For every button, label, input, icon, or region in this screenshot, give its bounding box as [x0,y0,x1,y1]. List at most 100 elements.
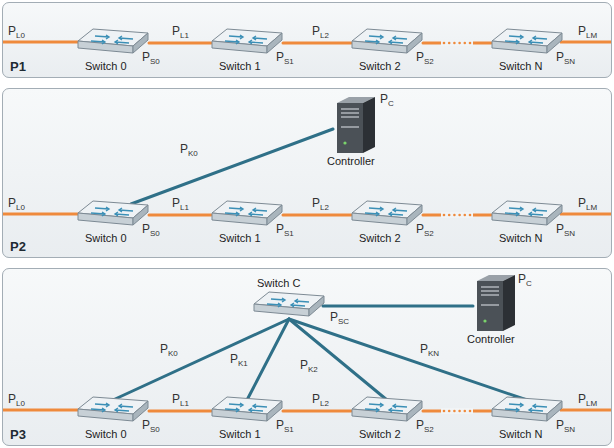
switch-arrows [365,207,407,216]
switch-arrow [533,404,547,408]
link-line [113,319,289,400]
port-label: PL0 [8,196,25,212]
switch-arrows [225,403,267,412]
network-switch: Switch N [491,28,563,73]
port-label: PS0 [142,50,160,66]
server-slots [341,109,359,127]
link-label: PKN [420,342,439,358]
network-switch: Switch C [253,277,325,321]
subscript: L0 [16,399,25,408]
switch-icon [351,396,423,426]
link-connector [289,319,387,400]
subscript: L0 [16,203,25,212]
switch-arrow [253,404,267,408]
switch-arrow [533,36,547,40]
link-connector [423,408,491,414]
switch-arrow [115,212,129,216]
port-label: PLM [578,196,597,212]
switch-arrow [95,207,109,211]
switch-arrow [291,303,305,307]
switch-arrow [91,408,105,412]
network-switch: Switch 2 [351,200,423,245]
server-led [343,141,346,144]
controller-server: Controller [327,95,377,168]
link-stubs [3,42,611,410]
port-label: PS2 [416,50,434,66]
port-label: PSN [556,50,575,66]
switch-arrow [365,40,379,44]
switch-arrow [115,40,129,44]
link-label: PL1 [172,24,189,40]
subscript: K0 [168,349,178,358]
switch-label: Switch C [253,277,325,290]
subscript: L1 [180,399,189,408]
switch-arrow [225,212,239,216]
port-label: PS1 [276,50,294,66]
switch-label: Switch 1 [211,60,283,73]
switch-arrows [91,35,133,44]
subscript: S0 [150,57,160,66]
link-connector [289,319,527,400]
switch-icon [211,200,283,230]
link-line [149,42,211,45]
switch-arrows [505,207,547,216]
link-label: PK0 [160,342,178,358]
subscript: S1 [284,229,294,238]
switch-arrow [253,36,267,40]
ellipsis-dot [464,214,467,217]
ellipsis-dot [448,410,451,413]
switch-arrow [91,212,105,216]
ellipsis-dot [464,410,467,413]
switch-arrow [389,212,403,216]
link-connector [149,43,211,44]
panel-frame: P2ControllerSwitch 0Switch 1Switch 2Swit… [2,88,612,258]
subscript: S2 [424,425,434,434]
subscript: L1 [180,31,189,40]
panel-label: P2 [10,239,26,254]
switch-label: Switch 0 [77,428,149,441]
network-switch: Switch 0 [77,396,149,441]
network-switch: Switch 0 [77,28,149,73]
link-line [283,410,351,413]
switch-front [492,409,547,421]
switch-arrow [369,403,383,407]
switch-arrow [229,207,243,211]
switch-arrow [119,208,133,212]
link-line [289,319,527,400]
switch-front [78,41,133,53]
switch-icon [491,28,563,58]
switch-arrow [509,207,523,211]
link-connector [283,215,351,216]
link-line [289,319,387,400]
link-line [323,305,473,308]
server-slot [341,116,359,117]
switch-arrow [389,40,403,44]
server-side [503,275,515,331]
switch-arrow [505,408,519,412]
ellipsis-dot [469,214,472,217]
panel-ground [2,88,612,258]
switch-icon [77,396,149,426]
link-stub [560,41,611,44]
switch-arrows [225,35,267,44]
subscript: S2 [424,57,434,66]
server-front [337,103,363,153]
switch-front [352,409,407,421]
link-label: PL1 [172,196,189,212]
link-line [149,214,211,217]
switch-arrow [529,408,543,412]
switch-arrow [119,404,133,408]
ellipsis-dot [443,42,446,45]
switch-arrow [389,408,403,412]
switch-arrow [249,212,263,216]
switch-front [352,41,407,53]
controller-label: Controller [327,155,377,168]
subscript: L2 [320,399,329,408]
port-label: PS2 [416,222,434,238]
switch-front [212,213,267,225]
server-led [483,319,486,322]
switch-arrow [533,208,547,212]
port-label: PL0 [8,392,25,408]
link-connector [323,306,473,307]
port-label: PSN [556,418,575,434]
